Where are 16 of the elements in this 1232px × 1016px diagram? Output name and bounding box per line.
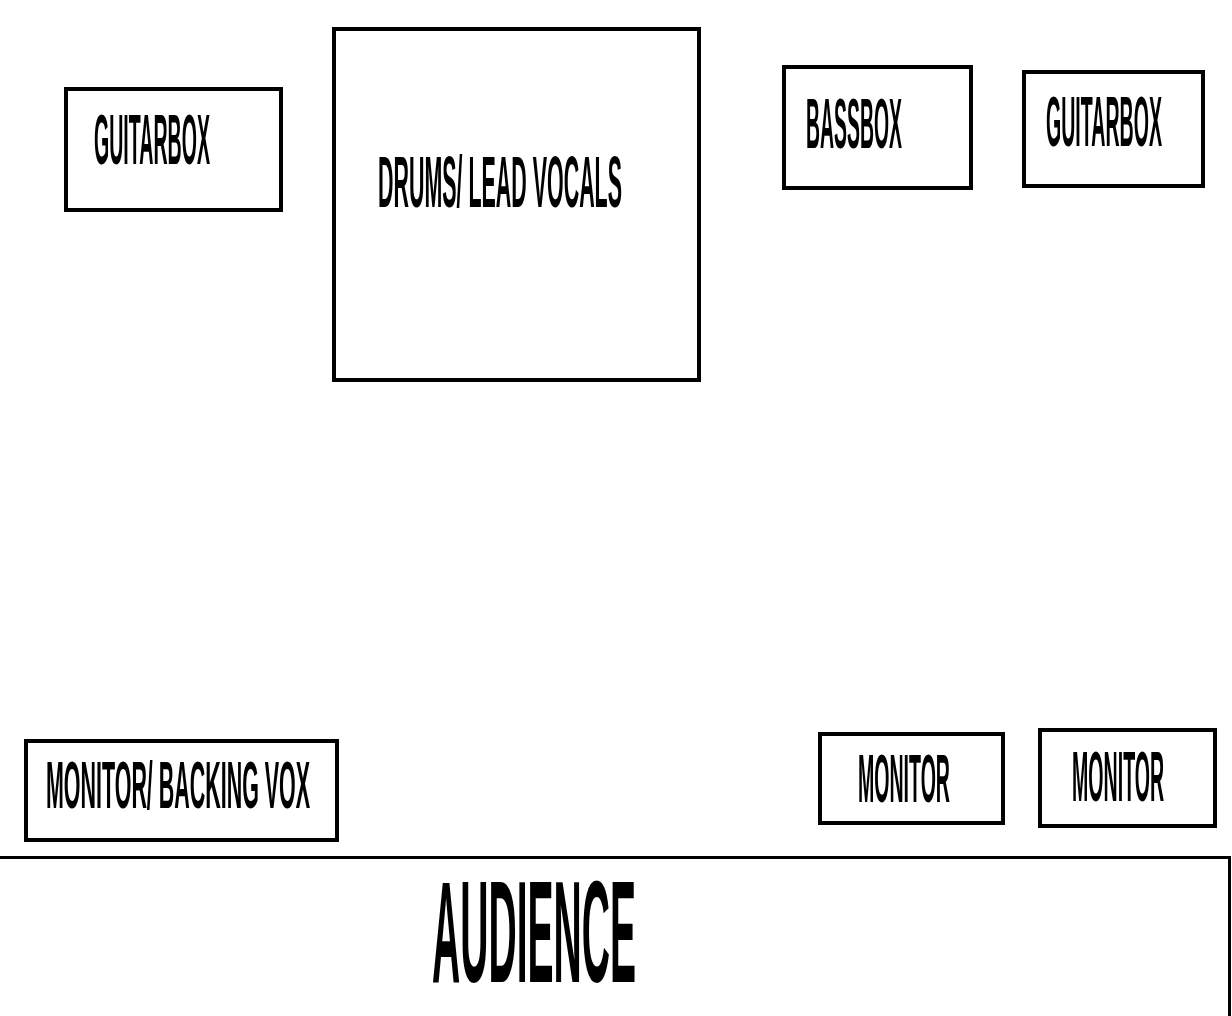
drum-riser-box <box>332 27 701 382</box>
equipment-box <box>782 65 973 190</box>
audience-area <box>0 856 1231 1016</box>
position-label: MONITOR <box>1072 742 1165 813</box>
monitor-box <box>24 739 339 842</box>
equipment-box <box>64 87 283 212</box>
position-label: DRUMS/ LEAD VOCALS <box>378 145 622 219</box>
equipment-box <box>1022 70 1205 188</box>
position-label: BASSBOX <box>806 87 903 159</box>
monitor-box <box>1038 728 1217 828</box>
area-label: AUDIENCE <box>432 861 637 1006</box>
position-label: MONITOR/ BACKING VOX <box>46 751 311 819</box>
monitor-box <box>818 732 1005 825</box>
position-label: MONITOR <box>858 745 950 814</box>
position-label: GUITARBOX <box>94 105 210 176</box>
position-label: GUITARBOX <box>1046 87 1162 158</box>
